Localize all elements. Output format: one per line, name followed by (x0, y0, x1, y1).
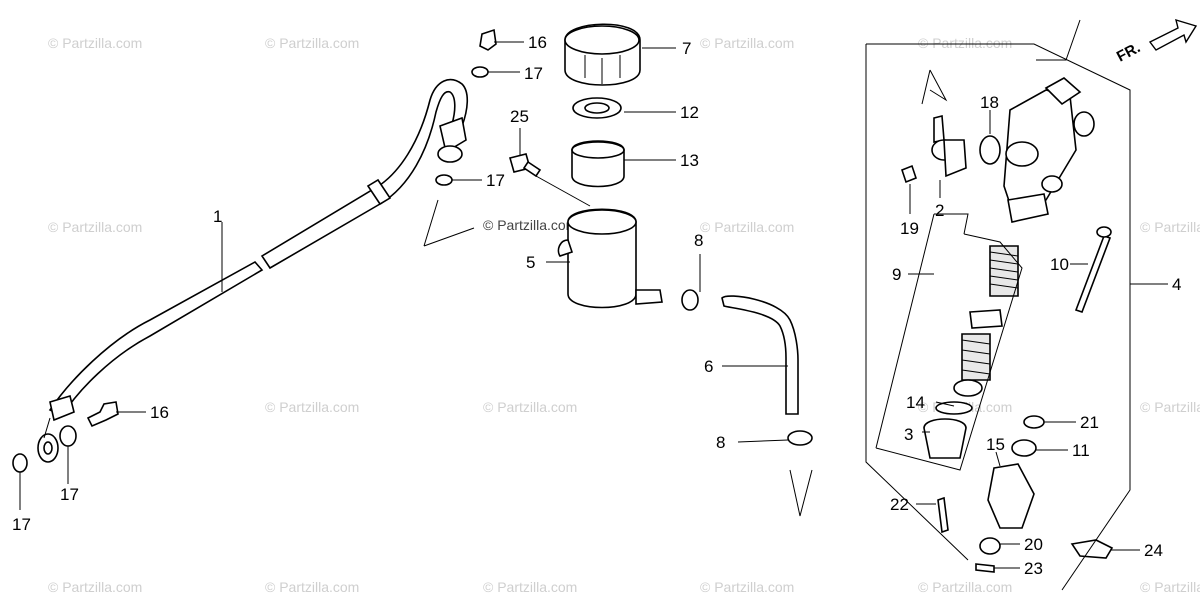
callout-17: 17 (486, 171, 505, 190)
watermark: © Partzilla.com (918, 35, 1012, 51)
callout-11: 11 (1072, 441, 1090, 460)
callout-labels: 1 2 3 4 5 6 7 8 8 9 10 11 12 13 14 15 16… (12, 33, 1181, 578)
callout-23: 23 (1024, 559, 1043, 578)
watermark: © Partzilla.com (700, 35, 794, 51)
screw-19 (901, 164, 917, 184)
callout-9: 9 (892, 265, 901, 284)
callout-8: 8 (716, 433, 725, 452)
watermark: © Partzilla.com (48, 35, 142, 51)
oil-bolt-16 (86, 401, 119, 428)
callout-25: 25 (510, 107, 529, 126)
sealing-washer-17 (12, 453, 28, 473)
callout-5: 5 (526, 253, 535, 272)
part-2-connector (931, 114, 967, 178)
part-9-piston-set (953, 245, 1019, 397)
hose-clip-8 (681, 289, 699, 311)
callout-19: 19 (900, 219, 919, 238)
part-1-brake-hose (37, 79, 469, 463)
callout-16: 16 (150, 403, 169, 422)
callout-12: 12 (680, 103, 699, 122)
watermark: © Partzilla.com (48, 219, 142, 235)
hose-clip-8 (787, 430, 813, 446)
center-watermark: © Partzilla.com (483, 217, 577, 233)
nut-21 (1023, 415, 1045, 429)
callout-17: 17 (60, 485, 79, 504)
part-5-reservoir (557, 208, 663, 309)
push-rod-10 (1074, 234, 1112, 314)
callout-15: 15 (986, 435, 1005, 454)
watermark: © Partzilla.com (1140, 219, 1200, 235)
watermark: © Partzilla.com (48, 579, 142, 595)
watermark: © Partzilla.com (1140, 399, 1200, 415)
sealing-washer-17 (471, 66, 489, 78)
watermark: © Partzilla.com (265, 579, 359, 595)
callout-14: 14 (906, 393, 925, 412)
o-ring-18 (979, 135, 1001, 165)
sealing-washer-17 (435, 174, 453, 186)
clip-24 (1070, 539, 1114, 559)
nut-20 (979, 537, 1001, 555)
callout-4: 4 (1172, 275, 1181, 294)
callout-6: 6 (704, 357, 713, 376)
nut-11 (1011, 439, 1037, 457)
watermark: © Partzilla.com (483, 399, 577, 415)
watermark: © Partzilla.com (700, 579, 794, 595)
callout-1: 1 (213, 207, 222, 226)
callout-24: 24 (1144, 541, 1163, 560)
front-arrow-icon (1148, 18, 1198, 51)
callout-20: 20 (1024, 535, 1043, 554)
callout-7: 7 (682, 39, 691, 58)
assembly-outlines (423, 43, 1131, 591)
cotter-pin-23 (975, 563, 995, 573)
part-4-master-cylinder (1003, 19, 1095, 223)
front-direction-indicator: FR. (1114, 18, 1198, 66)
callout-3: 3 (904, 425, 913, 444)
part-25-screw (509, 153, 542, 178)
left-fittings (12, 28, 497, 473)
watermark: © Partzilla.com (1140, 579, 1200, 595)
callout-17: 17 (12, 515, 31, 534)
joint-15 (987, 463, 1035, 529)
watermark: © Partzilla.com (700, 219, 794, 235)
watermark: © Partzilla.com (265, 399, 359, 415)
callout-8: 8 (694, 231, 703, 250)
watermark: © Partzilla.com (265, 35, 359, 51)
oil-bolt-16 (479, 28, 497, 51)
callout-17: 17 (524, 64, 543, 83)
watermark: © Partzilla.com (918, 579, 1012, 595)
reservoir-cap-assembly (564, 23, 641, 188)
callout-22: 22 (890, 495, 909, 514)
watermark: © Partzilla.com (483, 579, 577, 595)
front-label: FR. (1114, 39, 1143, 65)
callout-2: 2 (935, 201, 944, 220)
callout-10: 10 (1050, 255, 1069, 274)
part-6-tube (681, 289, 813, 446)
callout-13: 13 (680, 151, 699, 170)
callout-21: 21 (1080, 413, 1099, 432)
snap-ring-14 (935, 401, 973, 415)
boot-3 (923, 418, 967, 459)
sealing-washer-17 (59, 425, 77, 447)
callout-16: 16 (528, 33, 547, 52)
pin-22 (937, 496, 949, 534)
leader-lines (19, 41, 1168, 569)
callout-18: 18 (980, 93, 999, 112)
